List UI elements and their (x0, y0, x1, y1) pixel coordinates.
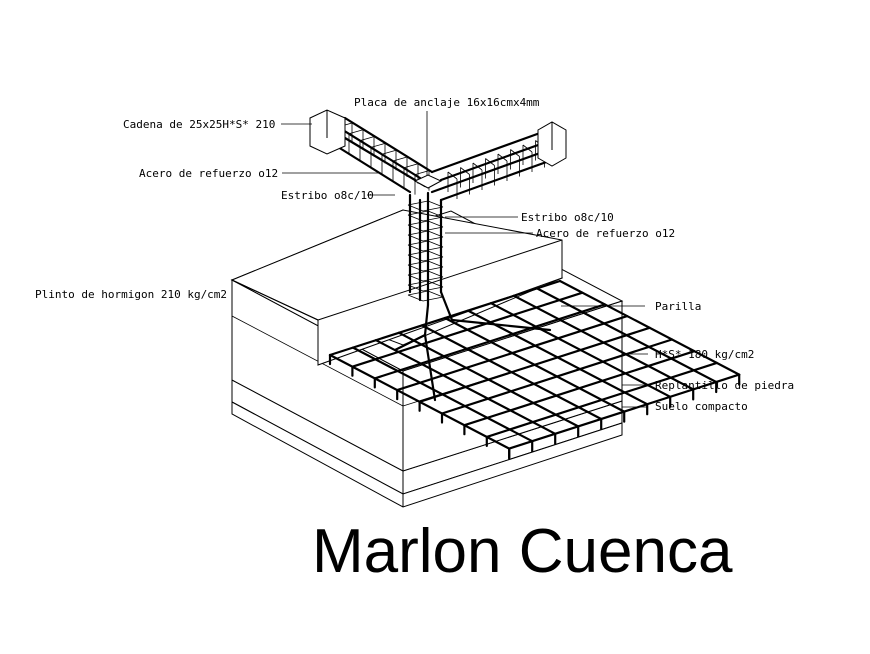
column-stirrup (422, 256, 444, 262)
beam-stirrup (522, 144, 533, 153)
column-stirrup (407, 210, 429, 216)
column-stirrup (422, 236, 444, 242)
column-stirrup (407, 280, 429, 286)
column-stirrup (427, 240, 444, 248)
column-stirrup (427, 280, 444, 288)
beam-bar (439, 138, 554, 182)
column-stirrup (407, 294, 424, 302)
column-stirrup (427, 200, 444, 208)
column-stirrup (407, 220, 429, 226)
label-hs: H*S* 180 kg/cm2 (655, 348, 754, 361)
label-acero-right: Acero de refuerzo o12 (536, 227, 675, 240)
column-stirrup (422, 286, 444, 292)
column-stirrup (407, 240, 429, 246)
author-credit: Marlon Cuenca (312, 517, 733, 586)
column-stirrup (407, 250, 429, 256)
beam-stirrup (359, 136, 375, 141)
label-placa: Placa de anclaje 16x16cmx4mm (354, 96, 540, 109)
tie-beams (309, 109, 567, 202)
label-estribo-right: Estribo o8c/10 (521, 211, 614, 224)
grid-bar (558, 279, 741, 376)
column-stirrup (422, 206, 444, 212)
beam-stirrup (460, 167, 470, 175)
beam-stirrup (381, 149, 397, 155)
column-stirrup (427, 210, 444, 218)
column-stirrup (422, 296, 444, 302)
column-stirrup (427, 230, 444, 238)
beam-stirrup (403, 163, 419, 169)
leader-lines (281, 111, 648, 408)
column-stirrup (407, 244, 424, 252)
column-stirrup (407, 200, 429, 206)
column-stirrup (407, 290, 429, 296)
column-stirrup (427, 220, 444, 228)
column-stirrup (427, 260, 444, 268)
column-stirrup (407, 204, 424, 212)
column-stirrup (422, 266, 444, 272)
label-suelo: Suelo compacto (655, 400, 748, 413)
grid-bar (489, 302, 672, 398)
column-stirrup (407, 270, 429, 276)
label-replantillo: Replantillo de piedra (655, 379, 794, 392)
beam-stirrup (485, 158, 495, 166)
column-stirrup (422, 276, 444, 282)
beam-bar (430, 151, 542, 194)
beam-stirrup (447, 171, 458, 180)
column-stirrup (407, 234, 424, 242)
grid-bar (443, 316, 626, 413)
anchor-plate (413, 174, 443, 189)
grid-bar (420, 324, 603, 421)
column-stirrup (422, 246, 444, 252)
grid-bar (374, 339, 557, 435)
column-stirrup (407, 254, 424, 262)
column-stirrup (427, 250, 444, 258)
beam-stirrup (510, 149, 520, 157)
column-stirrup (407, 224, 424, 232)
column-stirrup (427, 290, 444, 298)
beam-stirrup (472, 162, 483, 171)
column-stirrup (407, 264, 424, 272)
label-acero-top: Acero de refuerzo o12 (139, 167, 278, 180)
label-estribo-top: Estribo o8c/10 (281, 189, 374, 202)
label-parilla: Parilla (655, 300, 701, 313)
label-plinto: Plinto de hormigon 210 kg/cm2 (35, 288, 227, 301)
beam-bar (328, 140, 412, 194)
label-cadena: Cadena de 25x25H*S* 210 (123, 118, 275, 131)
column-stirrup (427, 270, 444, 278)
column-stirrup (407, 214, 424, 222)
column-stirrup (407, 230, 429, 236)
column-cage (393, 191, 552, 402)
column-stirrup (407, 284, 424, 292)
grid-bar (397, 331, 580, 428)
grid-bar (512, 294, 695, 391)
beam-bar (430, 131, 542, 174)
beam-bar (343, 116, 434, 174)
beam-stirrup (348, 129, 364, 135)
column-stirrup (407, 260, 429, 266)
grid-bar (351, 346, 534, 443)
column-stirrup (422, 216, 444, 222)
pedestal (230, 209, 564, 366)
beam-stirrup (370, 143, 386, 148)
grid-bar (535, 287, 718, 384)
beam-bar (439, 158, 554, 202)
column-stirrup (407, 274, 424, 282)
grid-bar (328, 353, 511, 450)
reinforcement-grid (328, 279, 741, 460)
beam-stirrup (497, 153, 508, 162)
beam-stirrup (392, 156, 408, 162)
grid-bar (466, 309, 649, 406)
column-stirrup (422, 226, 444, 232)
